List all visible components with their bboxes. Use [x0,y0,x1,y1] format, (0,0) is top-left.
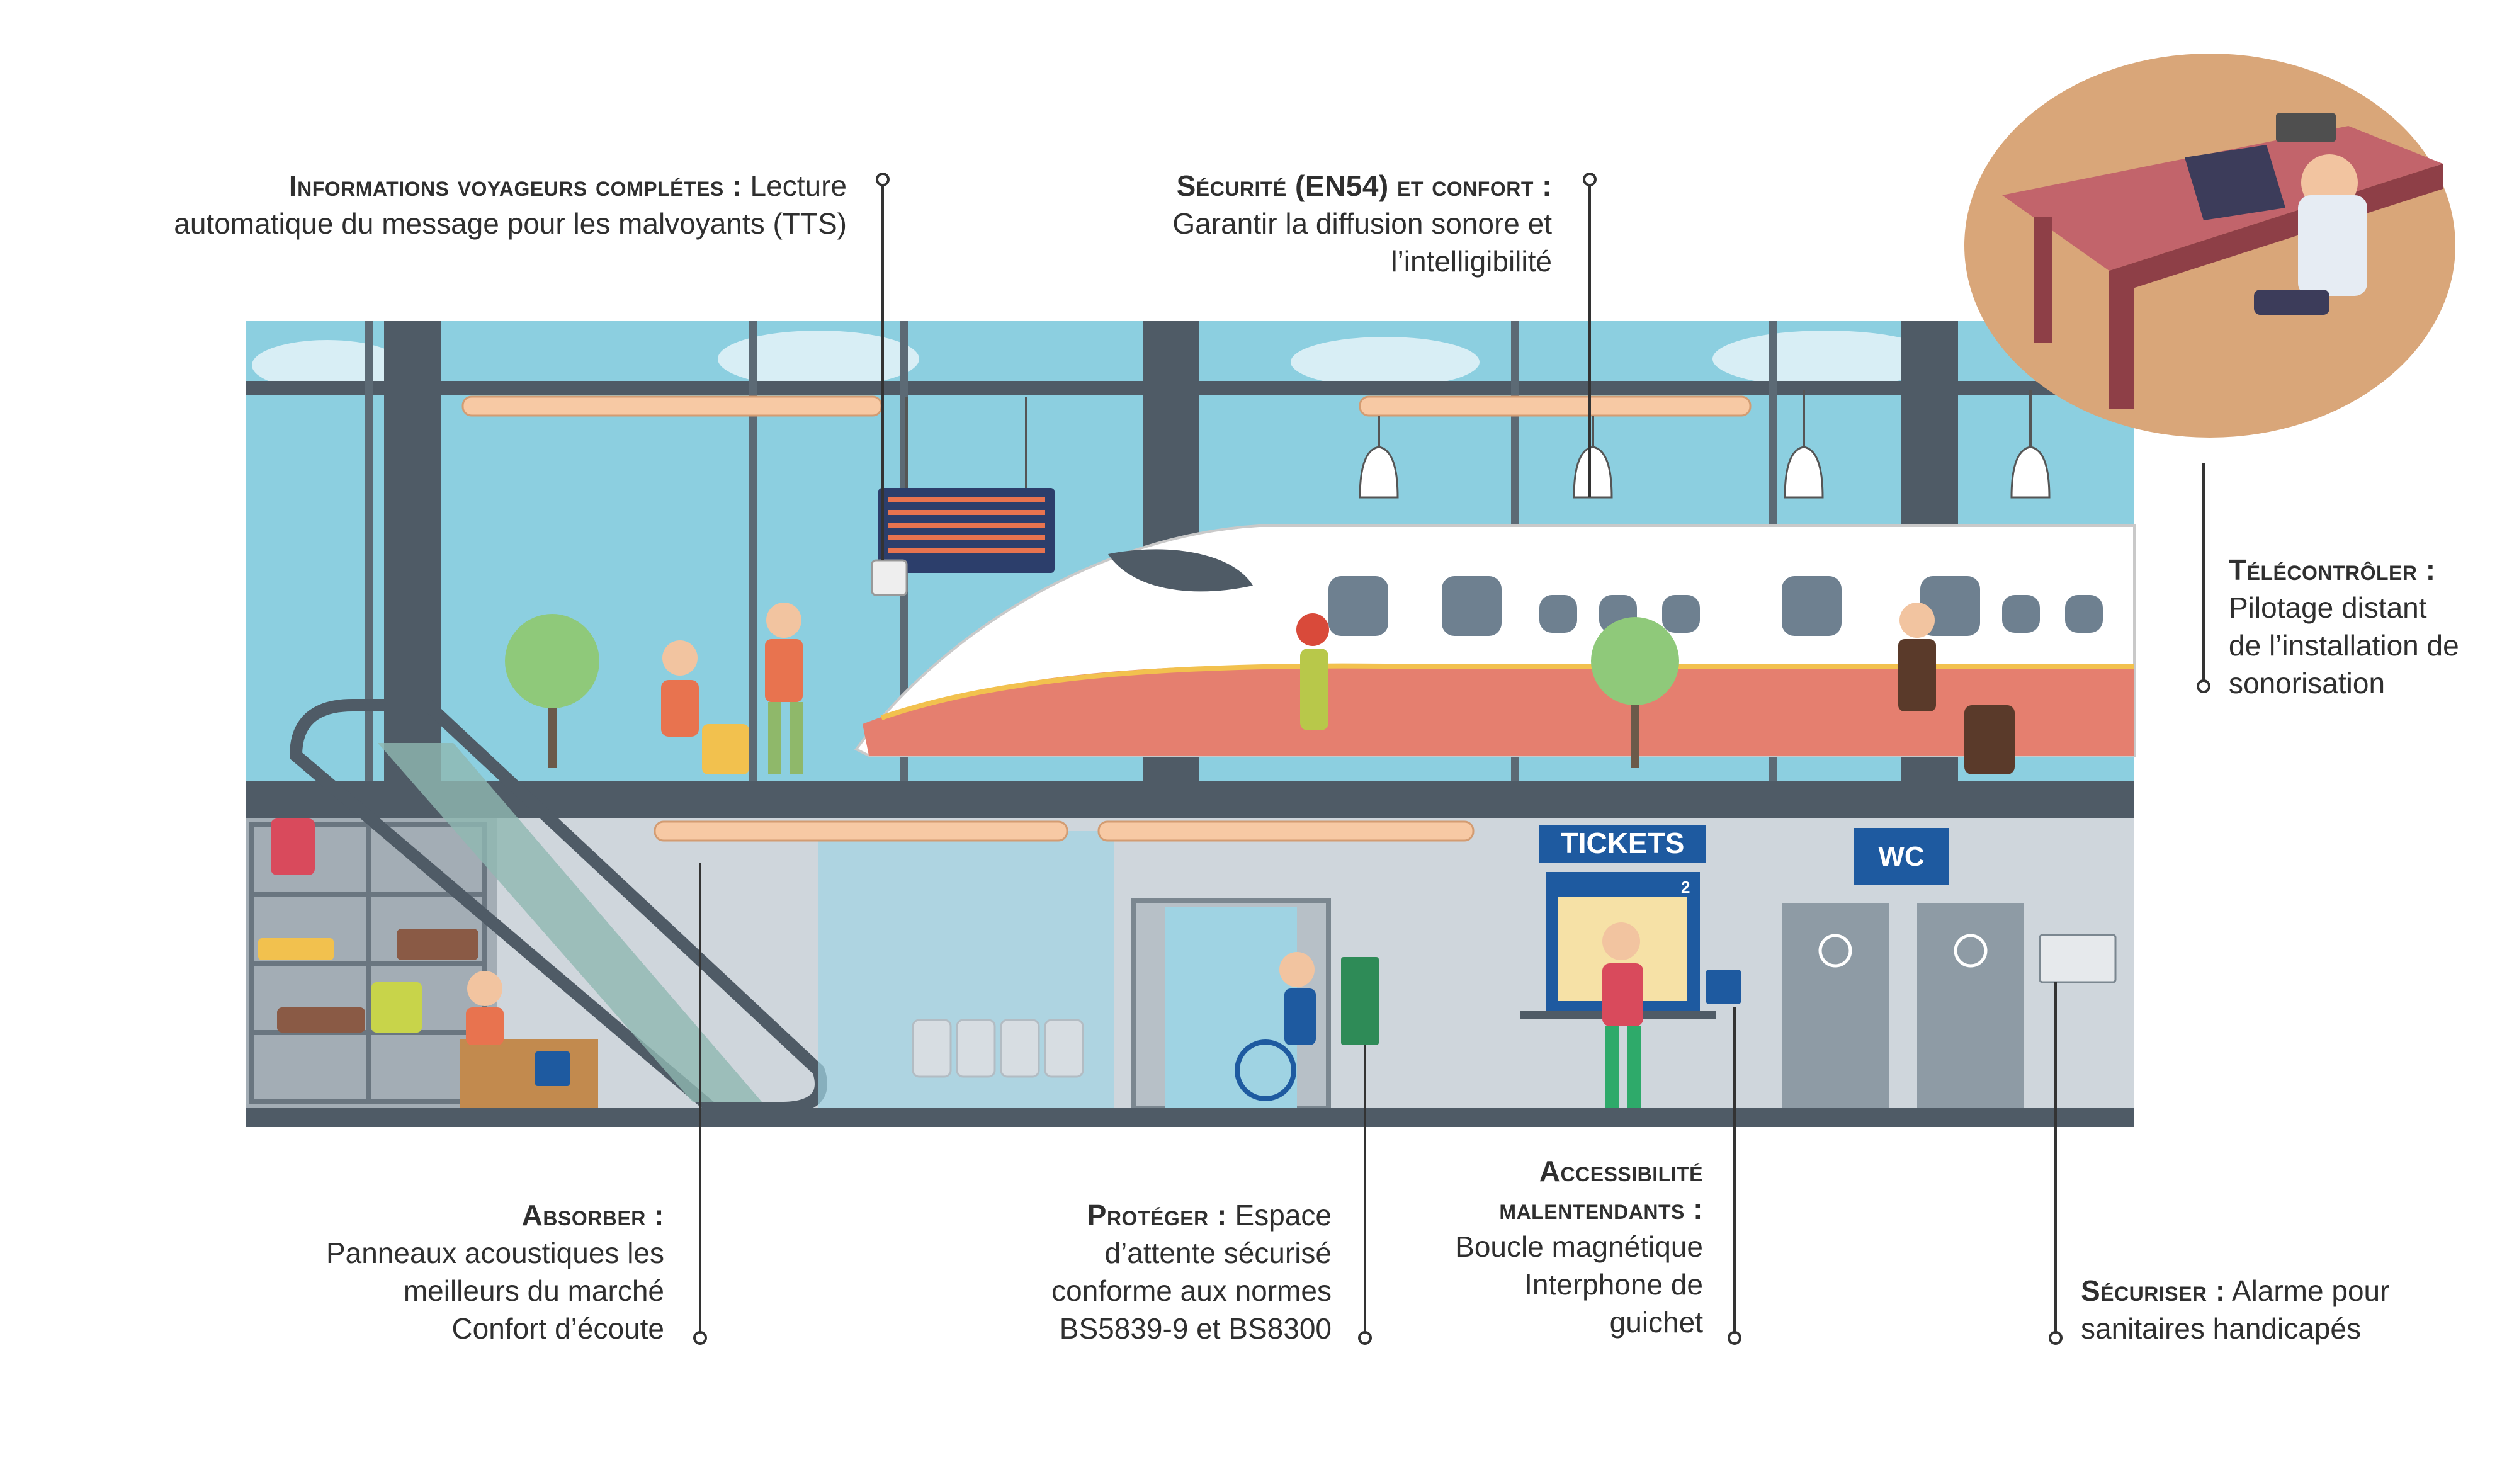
callout-access-text3: guichet [1609,1306,1703,1339]
callout-protect-title: Protéger : [1087,1199,1227,1232]
tickets-sign [1539,825,1706,863]
callout-protect-text0: Espace [1226,1199,1332,1232]
callout-remote-text1: Pilotage distant [2229,591,2427,624]
departures-board [878,397,1055,573]
hanging-speakers [1359,390,2051,499]
luggage-items [258,818,478,1033]
callout-en54: Sécurité (EN54) et confort : Garantir la… [1070,167,1552,280]
wc-door-right-icon [1954,934,1988,968]
callout-tts: Informations voyageurs complétes : Lectu… [82,167,847,242]
tickets-label: TICKETS [1561,827,1685,859]
callout-tts-text2: automatique du message pour les malvoyan… [174,207,847,240]
callout-remote-text2: de l’installation de [2229,629,2459,662]
tts-device [871,559,908,596]
callout-tts-text1: Lecture [742,169,847,202]
callout-access-text1: Boucle magnétique [1455,1230,1703,1263]
callout-tts-title: Informations voyageurs complétes : [288,169,742,202]
lower-floor [246,1108,2134,1127]
train [854,524,2136,757]
callout-en54-title: Sécurité (EN54) et confort : [1176,169,1552,202]
callout-protect-text2: conforme aux normes [1051,1274,1332,1307]
acoustic-panel-lower-left [654,820,1068,842]
wc-door-left [1782,903,1889,1108]
toilet-alarm-panel [2039,934,2117,983]
wc-door-left-icon [1818,934,1852,968]
callout-en54-text2: l’intelligibilité [1391,245,1552,278]
callout-remote-title: Télécontrôler : [2229,553,2436,586]
acoustic-panel-lower-right [1097,820,1475,842]
callout-access-text2: Interphone de [1524,1268,1703,1301]
callout-absorb: Absorber : Panneaux acoustiques les meil… [239,1196,664,1347]
callout-absorb-title: Absorber : [521,1199,664,1232]
hearing-loop-sign [1706,970,1741,1004]
control-keypad [2276,113,2336,142]
acoustic-panel-upper-right [1359,395,1752,417]
callout-en54-text1: Garantir la diffusion sonore et [1172,207,1552,240]
escalator [289,699,827,1114]
callout-secure-title: Sécuriser : [2081,1274,2226,1307]
callout-protect-text1: d’attente sécurisé [1104,1237,1332,1269]
callout-secure: Sécuriser : Alarme pour sanitaires handi… [2081,1272,2496,1347]
callout-protect-text3: BS5839-9 et BS8300 [1059,1312,1332,1345]
callout-leaders [693,173,2210,1345]
callout-access: Accessibilité malentendants : Boucle mag… [1385,1152,1703,1341]
callout-secure-text1: Alarme pour [2225,1274,2390,1307]
callout-absorb-text1: Panneaux acoustiques les [325,1237,664,1269]
remote-operator-desk [1964,54,2455,438]
callout-remote-text3: sonorisation [2229,667,2386,700]
callout-remote: Télécontrôler : Pilotage distant de l’in… [2229,551,2506,702]
shop-counter [460,971,598,1108]
callout-secure-text2: sanitaires handicapés [2081,1312,2361,1345]
refuge-intercom-panel [1341,957,1379,1045]
refuge-door-glass [1165,907,1297,1108]
callout-access-title1: Accessibilité [1539,1155,1703,1187]
ticket-person [1602,922,1643,1108]
waiting-seats [912,1019,1084,1078]
wc-sign [1854,828,1949,885]
callout-access-title2: malentendants : [1499,1192,1703,1225]
trees [505,614,1679,768]
platform-floor [246,781,2134,818]
callout-absorb-text2: meilleurs du marché [403,1274,664,1307]
wc-label: WC [1878,841,1924,872]
callout-protect: Protéger : Espace d’attente sécurisé con… [944,1196,1332,1347]
counter-number: 2 [1681,878,1690,897]
platform-people [661,603,2015,774]
acoustic-panel-upper-left [461,395,883,417]
wc-door-right [1917,903,2024,1108]
callout-absorb-text3: Confort d’écoute [451,1312,664,1345]
wheelchair-person [1235,952,1316,1101]
